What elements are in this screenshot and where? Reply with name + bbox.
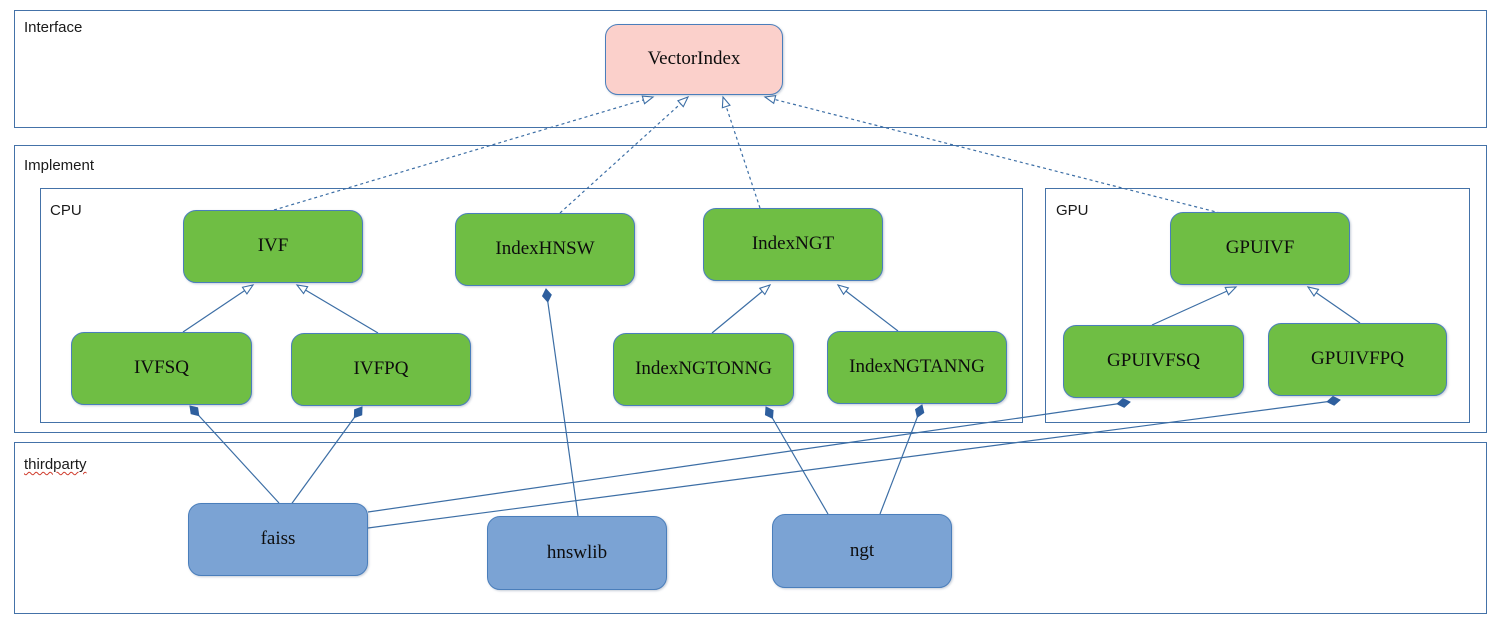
node-label: IVFSQ	[134, 357, 189, 379]
package-label-interface: Interface	[24, 19, 83, 36]
node-label: VectorIndex	[647, 48, 741, 70]
node-label: IndexHNSW	[495, 238, 595, 260]
node-label: hnswlib	[546, 541, 608, 563]
package-label-cpu: CPU	[50, 202, 82, 219]
node-label: faiss	[260, 528, 296, 550]
node-ivf[interactable]: IVF	[183, 210, 363, 283]
node-indexngt[interactable]: IndexNGT	[703, 208, 883, 281]
node-hnswlib[interactable]: hnswlib	[487, 516, 667, 590]
node-ivfpq[interactable]: IVFPQ	[291, 333, 471, 406]
node-label: IVF	[257, 235, 289, 257]
node-label: IndexNGTANNG	[849, 356, 985, 378]
package-label-implement: Implement	[24, 157, 95, 174]
node-label: IVFPQ	[353, 358, 409, 380]
node-label: GPUIVFPQ	[1311, 348, 1404, 370]
node-gpuivfpq[interactable]: GPUIVFPQ	[1268, 323, 1447, 396]
node-vectorindex[interactable]: VectorIndex	[605, 24, 783, 95]
node-gpuivf[interactable]: GPUIVF	[1170, 212, 1350, 285]
package-label-gpu: GPU	[1056, 202, 1089, 219]
package-label-thirdparty: thirdparty	[24, 456, 87, 473]
node-ngt[interactable]: ngt	[772, 514, 952, 588]
node-label: IndexNGTONNG	[635, 358, 772, 380]
node-label: GPUIVF	[1225, 237, 1295, 259]
node-indexngtanng[interactable]: IndexNGTANNG	[827, 331, 1007, 404]
node-indexhnsw[interactable]: IndexHNSW	[455, 213, 635, 286]
node-label: IndexNGT	[751, 233, 835, 255]
node-indexngtonng[interactable]: IndexNGTONNG	[613, 333, 794, 406]
node-label: GPUIVFSQ	[1107, 350, 1200, 372]
node-ivfsq[interactable]: IVFSQ	[71, 332, 252, 405]
node-label: ngt	[849, 539, 875, 561]
node-faiss[interactable]: faiss	[188, 503, 368, 576]
node-gpuivfsq[interactable]: GPUIVFSQ	[1063, 325, 1244, 398]
